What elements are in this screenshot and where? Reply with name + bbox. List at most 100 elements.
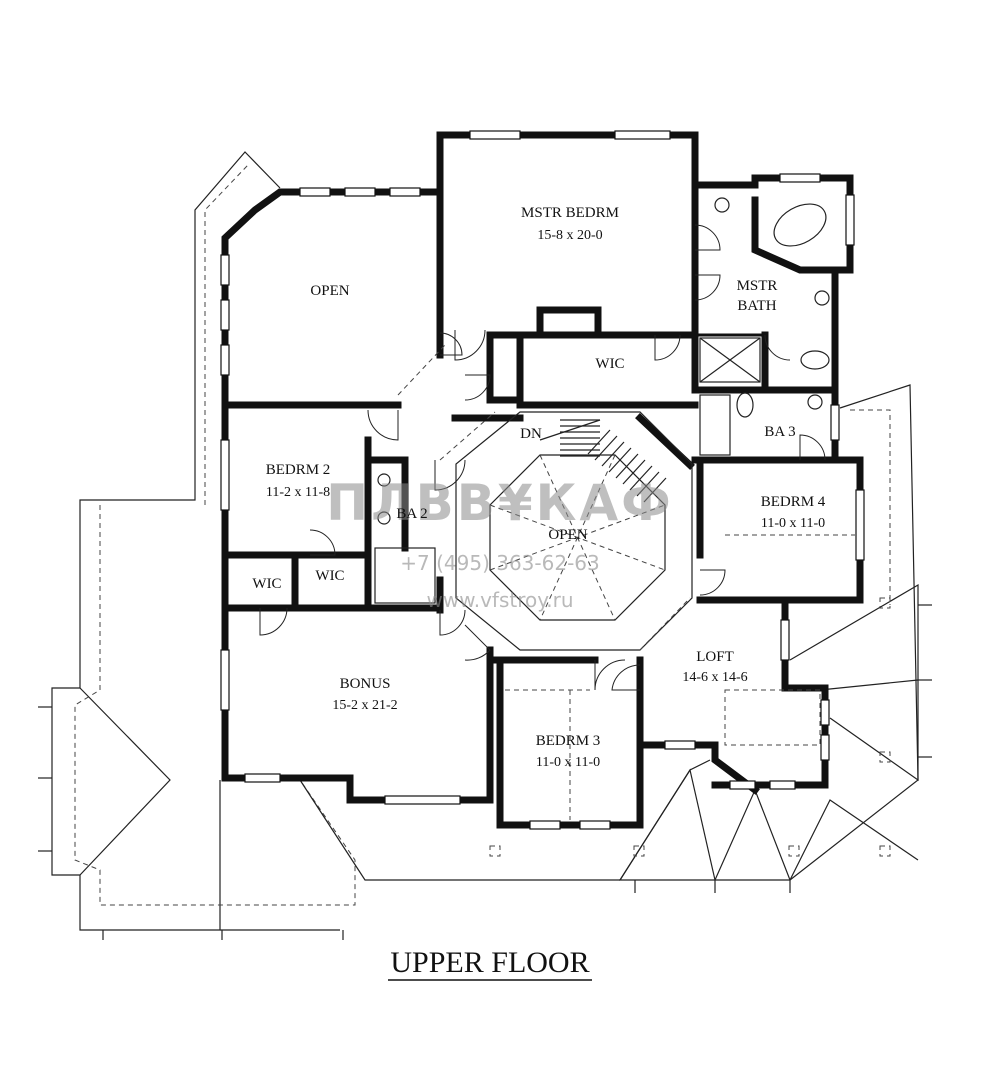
window-open-left-2 bbox=[220, 299, 230, 331]
window-bath-1 bbox=[779, 173, 821, 183]
label-mstr-bath-1: MSTR bbox=[737, 278, 778, 294]
column-2 bbox=[633, 845, 645, 857]
window-loft-3 bbox=[729, 780, 756, 790]
wall-bonus bbox=[221, 604, 494, 804]
door-closet-small bbox=[464, 374, 491, 401]
door-ba2 bbox=[434, 459, 466, 491]
watermark-phone: +7 (495) 363-62-63 bbox=[400, 551, 599, 575]
window-loft-2 bbox=[820, 734, 830, 761]
label-mstr-bedrm: MSTR BEDRM bbox=[521, 205, 619, 221]
roof-left-outline bbox=[51, 151, 281, 931]
windows bbox=[220, 130, 865, 830]
label-bedrm2: BEDRM 2 bbox=[266, 462, 331, 478]
window-loft-6 bbox=[664, 740, 696, 750]
roof-bonus-eave bbox=[299, 779, 620, 881]
column-3 bbox=[788, 845, 800, 857]
label-loft: LOFT bbox=[696, 649, 734, 665]
window-loft-1 bbox=[820, 699, 830, 726]
door-bonus-2 bbox=[464, 624, 491, 661]
stair-treads bbox=[560, 419, 667, 503]
toilet-mstr bbox=[800, 350, 830, 370]
bathtub bbox=[773, 203, 827, 247]
roof-right-hip bbox=[789, 583, 919, 782]
label-open-center: OPEN bbox=[548, 527, 587, 543]
tub-ba2 bbox=[374, 547, 436, 604]
stair-tread bbox=[608, 447, 632, 473]
watermark: ПЛВВ¥КАФ +7 (495) 363-62-63 www.vfstroy.… bbox=[326, 474, 674, 612]
door-bedrm3 bbox=[594, 659, 626, 691]
label-ba3: BA 3 bbox=[764, 424, 795, 440]
room-labels: OPEN MSTR BEDRM 15-8 x 20-0 MSTR BATH WI… bbox=[252, 205, 825, 770]
window-open-top-2 bbox=[344, 187, 376, 197]
loft-area bbox=[724, 689, 821, 746]
label-bedrm3: BEDRM 3 bbox=[536, 733, 601, 749]
wall-closet-small bbox=[486, 331, 524, 404]
toilet-ba3 bbox=[736, 392, 754, 418]
shower-x2 bbox=[699, 337, 761, 383]
sink-ba3 bbox=[807, 394, 823, 410]
window-bonus-2 bbox=[244, 773, 281, 783]
stair-tread bbox=[601, 441, 625, 467]
wall-octagon-nw bbox=[635, 413, 695, 470]
watermark-brand: ПЛВВ¥КАФ bbox=[326, 474, 674, 532]
stair-tread bbox=[587, 429, 611, 455]
diag-open-sw bbox=[439, 411, 496, 461]
window-open-left-1 bbox=[220, 254, 230, 286]
wall-wic-b bbox=[296, 551, 372, 612]
roof-left-ridge-2 bbox=[204, 164, 249, 505]
door-bedrm4 bbox=[699, 569, 726, 596]
label-open-left: OPEN bbox=[310, 283, 349, 299]
watermark-url: www.vfstroy.ru bbox=[427, 588, 574, 612]
sink-ba2-2 bbox=[377, 511, 391, 525]
diag-open-ne bbox=[397, 344, 446, 396]
column-4 bbox=[879, 845, 891, 857]
label-loft-size: 14-6 x 14-6 bbox=[682, 670, 747, 685]
door-wic-b bbox=[309, 529, 336, 556]
roof-right-ridge bbox=[819, 679, 919, 691]
wall-open-left bbox=[221, 188, 444, 409]
label-mstr-bath-2: BATH bbox=[737, 298, 776, 314]
stair-tread bbox=[622, 459, 646, 485]
window-loft-5 bbox=[780, 619, 790, 661]
window-bedrm4-1 bbox=[855, 489, 865, 561]
column-6 bbox=[879, 597, 891, 609]
roof-right-dash bbox=[850, 409, 891, 605]
stair-rail bbox=[539, 419, 601, 441]
stair-tread bbox=[615, 453, 639, 479]
label-ba2: BA 2 bbox=[396, 506, 427, 522]
column-5 bbox=[879, 751, 891, 763]
label-stair-dn: DN bbox=[520, 426, 542, 442]
window-open-left-3 bbox=[220, 344, 230, 376]
label-bonus: BONUS bbox=[340, 676, 391, 692]
window-bedrm3-1 bbox=[529, 820, 561, 830]
wall-chimney bbox=[536, 306, 602, 339]
label-bedrm4: BEDRM 4 bbox=[761, 494, 826, 510]
plan-title: UPPER FLOOR bbox=[390, 946, 589, 979]
door-bonus bbox=[439, 609, 466, 636]
stair-tread bbox=[636, 471, 660, 497]
window-loft-4 bbox=[769, 780, 796, 790]
label-bonus-size: 15-2 x 21-2 bbox=[332, 698, 397, 713]
door-loft bbox=[611, 664, 641, 691]
label-bedrm4-size: 11-0 x 11-0 bbox=[761, 516, 825, 531]
fixtures bbox=[374, 197, 830, 604]
sink-ba2-1 bbox=[377, 473, 391, 487]
window-mstr-2 bbox=[614, 130, 671, 140]
window-ba3-1 bbox=[830, 404, 840, 441]
sink-mstr-1 bbox=[714, 197, 730, 213]
label-wic-b: WIC bbox=[315, 568, 344, 584]
label-wic-a: WIC bbox=[252, 576, 281, 592]
stair-tread bbox=[594, 435, 618, 461]
door-bedrm2 bbox=[367, 409, 399, 441]
door-wic-master bbox=[654, 334, 681, 361]
door-mstr-bedrm bbox=[454, 329, 486, 361]
door-wic-a bbox=[259, 607, 288, 636]
sink-mstr-2 bbox=[814, 290, 830, 306]
tub-ba3 bbox=[699, 394, 731, 456]
octagon-core bbox=[397, 344, 855, 820]
label-bedrm2-size: 11-2 x 11-8 bbox=[266, 485, 330, 500]
roof-outlines bbox=[38, 151, 932, 940]
window-bedrm3-2 bbox=[579, 820, 611, 830]
door-mstr-bath-wc bbox=[764, 334, 791, 361]
